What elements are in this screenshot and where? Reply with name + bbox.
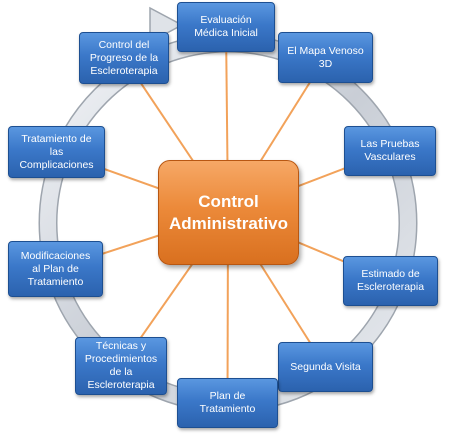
node-pruebas-vasculares[interactable]: Las Pruebas Vasculares xyxy=(344,126,436,176)
node-control-progreso[interactable]: Control del Progreso de la Escleroterapi… xyxy=(79,32,169,84)
node-plan-tratamiento[interactable]: Plan de Tratamiento xyxy=(177,378,278,428)
node-tecnicas-procedimientos[interactable]: Técnicas y Procedimientos de la Esclerot… xyxy=(75,337,167,395)
node-evaluacion-medica[interactable]: Evaluación Médica Inicial xyxy=(177,2,275,52)
center-node-control-administrativo[interactable]: Control Administrativo xyxy=(158,160,299,265)
node-segunda-visita[interactable]: Segunda Visita xyxy=(278,342,373,392)
node-estimado-escleroterapia[interactable]: Estimado de Escleroterapia xyxy=(343,256,438,306)
node-modificaciones-plan[interactable]: Modificaciones al Plan de Tratamiento xyxy=(8,241,103,297)
node-mapa-venoso[interactable]: El Mapa Venoso 3D xyxy=(278,32,373,83)
node-tratamiento-complicaciones[interactable]: Tratamiento de las Complicaciones xyxy=(8,126,105,178)
